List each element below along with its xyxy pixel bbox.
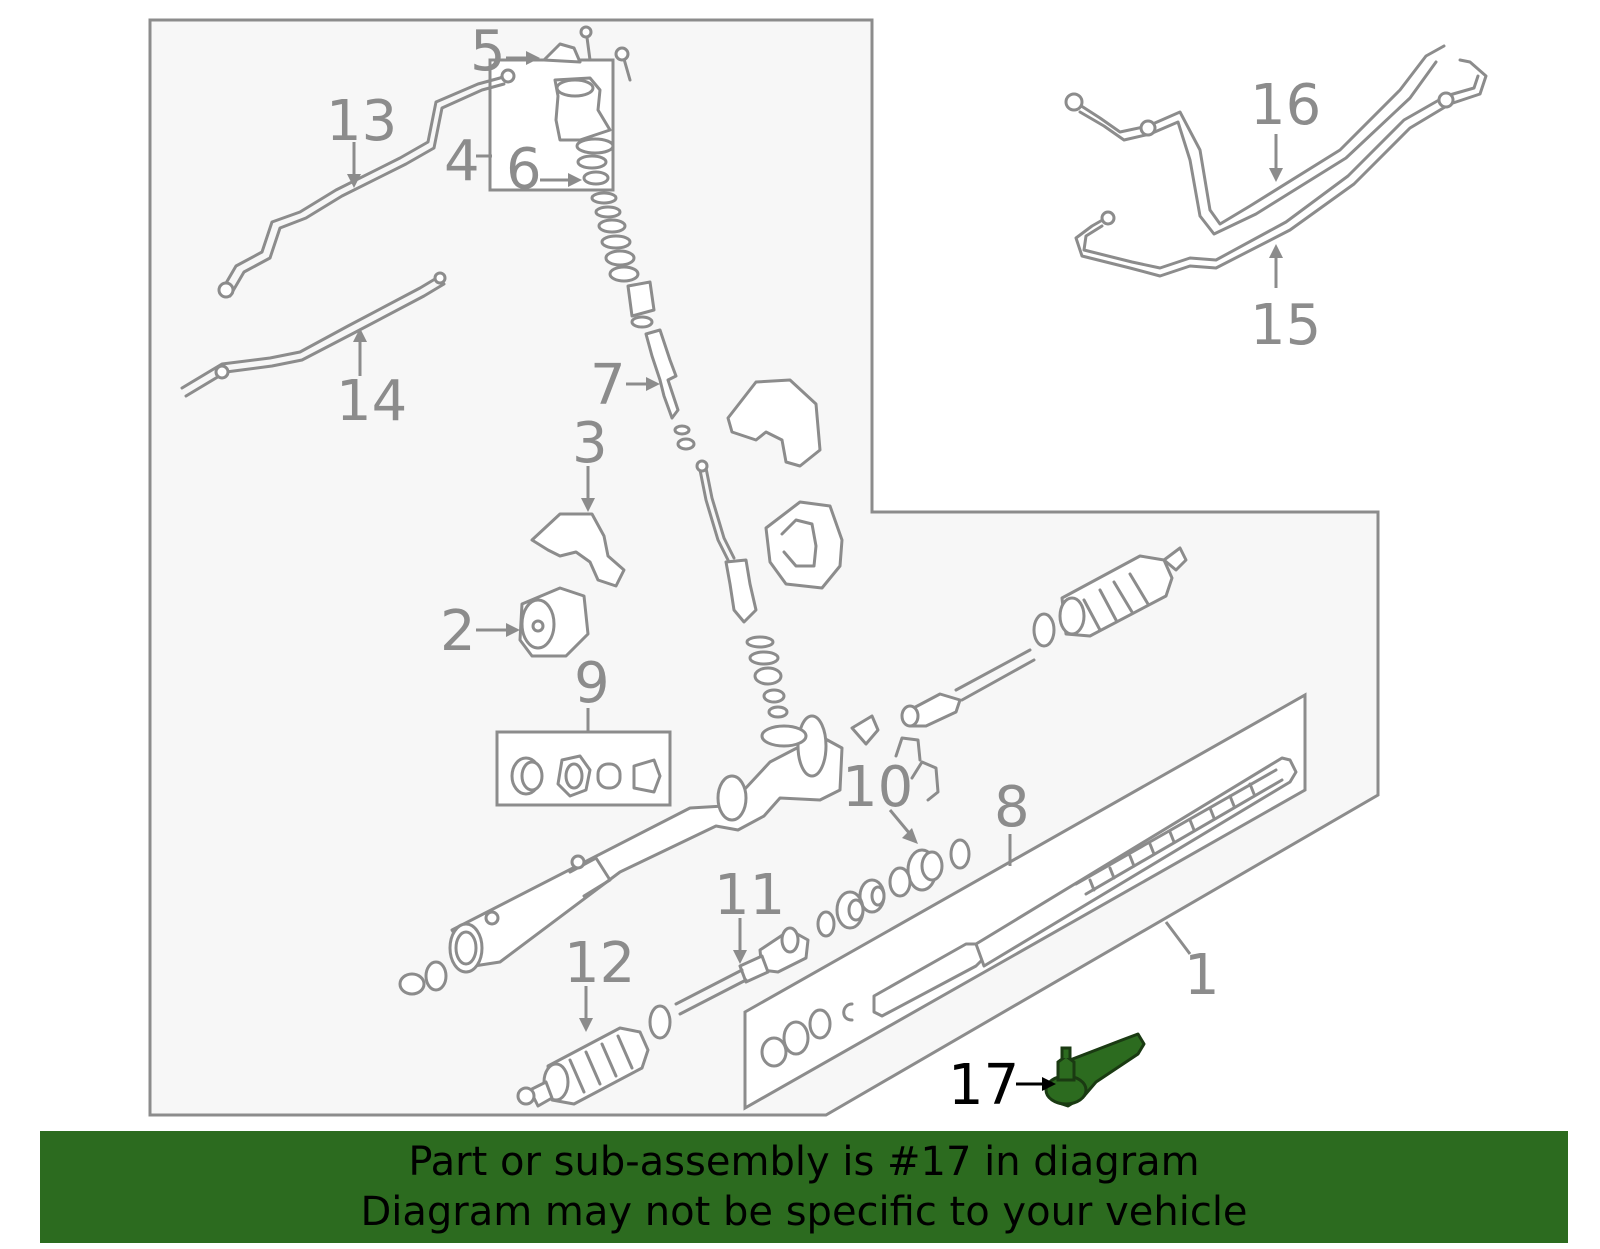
leader-lines	[347, 51, 1283, 1091]
valve-stack-7	[590, 191, 789, 719]
seals-10	[816, 838, 971, 938]
info-banner: Part or sub-assembly is #17 in diagram D…	[40, 1131, 1568, 1243]
banner-line-2: Diagram may not be specific to your vehi…	[360, 1189, 1248, 1235]
callout-14: 14	[336, 369, 407, 434]
valve-kit-9	[510, 754, 662, 798]
callout-1: 1	[1184, 943, 1220, 1008]
callout-11: 11	[714, 863, 785, 928]
return-line-14	[180, 271, 447, 398]
rack-parts-1	[760, 756, 1298, 1068]
lines-15-16	[1064, 44, 1488, 278]
pressure-line-13	[217, 68, 516, 299]
callout-8: 8	[994, 775, 1030, 840]
callout-16: 16	[1250, 73, 1321, 138]
callout-3: 3	[572, 411, 608, 476]
callout-6: 6	[506, 137, 542, 202]
reservoir-parts	[542, 25, 632, 186]
callout-12: 12	[564, 931, 635, 996]
gear-housing	[398, 714, 940, 996]
callout-4: 4	[444, 129, 480, 194]
mount-clamps	[518, 378, 844, 658]
callout-7: 7	[590, 353, 626, 418]
lower-tie-rod	[516, 926, 810, 1108]
callout-15: 15	[1250, 293, 1321, 358]
banner-line-1: Part or sub-assembly is #17 in diagram	[408, 1139, 1200, 1185]
callout-10: 10	[842, 755, 913, 820]
callout-5: 5	[470, 19, 506, 84]
callout-9: 9	[574, 651, 610, 716]
upper-tie-rod	[900, 546, 1188, 728]
callout-17: 17	[948, 1053, 1019, 1118]
callout-2: 2	[440, 599, 476, 664]
tie-rod-end-17	[1044, 1032, 1146, 1108]
callout-13: 13	[326, 89, 397, 154]
